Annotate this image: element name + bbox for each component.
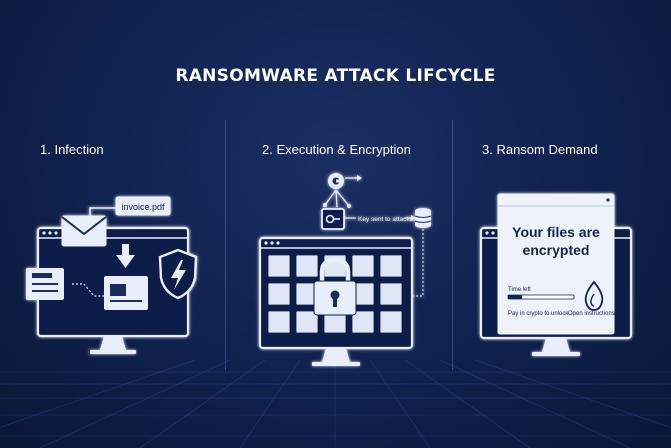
shield-icon [158, 248, 198, 300]
envelope-icon [61, 215, 107, 247]
ransom-panel: Your files are encrypted Time left Pay i… [479, 193, 633, 356]
attacker-arrows [324, 177, 357, 208]
step-2-label: 2. Execution & Encryption [262, 142, 411, 157]
page-title: RANSOMWARE ATTACK LIFCYCLE [175, 66, 496, 86]
panel-divider-2 [452, 120, 453, 370]
download-arrow-icon [116, 244, 135, 268]
encryption-panel: Key sent to attacker [258, 173, 432, 366]
pay-crypto-text: Pay in crypto to unlock [508, 311, 569, 317]
infection-monitor-stand [100, 336, 126, 350]
ransom-headline-line2: encrypted [523, 242, 590, 258]
padlock-icon [313, 257, 357, 316]
open-instructions-text[interactable]: Open instructions [568, 311, 615, 317]
document-icon [26, 268, 64, 300]
key-label: Key sent to attacker [358, 216, 416, 223]
key-icon [321, 208, 345, 230]
drop-flame-icon [584, 280, 604, 311]
encrypted-file-grid [267, 254, 403, 334]
infection-panel: invoice.pdf [26, 196, 198, 354]
step-3-label: 3. Ransom Demand [482, 142, 598, 157]
time-left-label: Time left [508, 287, 531, 293]
floor-grid [0, 359, 671, 448]
file-name-tag [115, 196, 171, 216]
ransom-headline-line1: Your files are [512, 224, 600, 240]
database-icon [414, 208, 432, 228]
step-1-label: 1. Infection [40, 142, 104, 157]
attacker-icon [328, 173, 344, 189]
infected-window-icon [104, 276, 148, 310]
file-name-text: invoice.pdf [121, 202, 165, 212]
panel-divider-1 [225, 120, 226, 370]
